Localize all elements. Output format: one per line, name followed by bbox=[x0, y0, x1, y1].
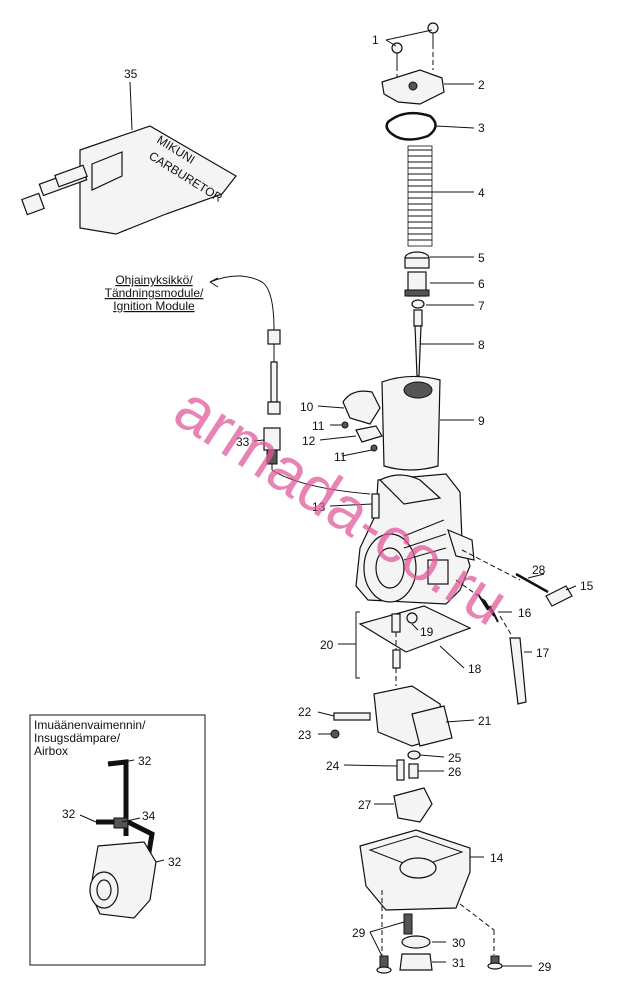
callout-17: 17 bbox=[536, 646, 550, 660]
callout-30: 30 bbox=[452, 936, 466, 950]
callout-29a: 29 bbox=[352, 926, 366, 940]
callout-13: 13 bbox=[312, 500, 326, 514]
callout-16: 16 bbox=[518, 606, 532, 620]
seat-part-5 bbox=[404, 251, 430, 269]
ignition-note: Ohjainyksikkö/ Tändningsmodule/ Ignition… bbox=[105, 273, 204, 313]
callout-22: 22 bbox=[298, 705, 312, 719]
holder-part-6 bbox=[404, 271, 430, 297]
screw-part-15 bbox=[545, 585, 573, 607]
callout-27: 27 bbox=[358, 798, 372, 812]
oring-part-30 bbox=[401, 935, 431, 949]
cover-part-10 bbox=[342, 390, 381, 425]
ignition-wire bbox=[209, 275, 281, 415]
sensor-part-33 bbox=[263, 427, 371, 495]
screw-part-11b bbox=[370, 444, 378, 452]
callout-14: 14 bbox=[490, 851, 504, 865]
callout-33: 33 bbox=[236, 435, 250, 449]
toolkit-part-35: MIKUNI CARBURETOR bbox=[21, 125, 237, 235]
screw-part-29a bbox=[403, 913, 413, 935]
callout-35: 35 bbox=[124, 67, 138, 81]
ignition-note-line1: Ohjainyksikkö/ bbox=[115, 273, 193, 287]
callout-28: 28 bbox=[532, 563, 546, 577]
cap-part-2 bbox=[381, 69, 445, 105]
callout-31: 31 bbox=[452, 956, 466, 970]
airbox-note-line1: Imuäänenvaimennin/ bbox=[34, 718, 146, 732]
gasket-part-18 bbox=[358, 605, 472, 653]
jet-part-13 bbox=[371, 493, 380, 519]
clip-part-7 bbox=[411, 299, 425, 309]
callout-2: 2 bbox=[478, 78, 485, 92]
callout-9: 9 bbox=[478, 414, 485, 428]
holder-part-27 bbox=[393, 787, 433, 823]
callout-32b: 32 bbox=[62, 807, 76, 821]
callout-3: 3 bbox=[478, 121, 485, 135]
callout-25: 25 bbox=[448, 751, 462, 765]
ignition-note-line2: Tändningsmodule/ bbox=[105, 286, 204, 300]
bowl-part-14 bbox=[359, 829, 495, 955]
callout-19: 19 bbox=[420, 625, 434, 639]
plate-part-12 bbox=[355, 425, 383, 443]
carburetor-body bbox=[355, 473, 475, 605]
callout-29b: 29 bbox=[538, 960, 552, 974]
adjuster-part-28 bbox=[461, 549, 549, 594]
callout-32c: 32 bbox=[168, 855, 182, 869]
watermark-text: armada-co.ru bbox=[162, 371, 520, 639]
callout-4: 4 bbox=[478, 186, 485, 200]
bracket-group-20 bbox=[352, 611, 401, 686]
valve-part-24 bbox=[396, 759, 405, 781]
callout-34: 34 bbox=[142, 809, 156, 823]
pin-part-22 bbox=[333, 712, 371, 721]
float-part-21 bbox=[373, 685, 453, 747]
needle-part-8 bbox=[413, 309, 423, 377]
screw-part-29c bbox=[487, 955, 503, 970]
callout-18: 18 bbox=[468, 662, 482, 676]
washer-part-25 bbox=[407, 750, 421, 760]
callout-12: 12 bbox=[302, 434, 316, 448]
callout-32a: 32 bbox=[138, 754, 152, 768]
callout-11b: 11 bbox=[334, 450, 347, 464]
callout-7: 7 bbox=[478, 299, 485, 313]
callout-24: 24 bbox=[326, 759, 340, 773]
screw-part-23 bbox=[330, 729, 340, 739]
callout-6: 6 bbox=[478, 277, 485, 291]
screw-part-17 bbox=[499, 615, 527, 705]
ignition-note-line3: Ignition Module bbox=[113, 299, 195, 313]
callout-8: 8 bbox=[478, 338, 485, 352]
callout-11a: 11 bbox=[312, 419, 325, 433]
callout-labels: 1 2 3 4 5 6 7 8 9 10 11 11 12 33 13 28 1… bbox=[62, 33, 594, 974]
callout-10: 10 bbox=[300, 400, 314, 414]
callout-20: 20 bbox=[320, 638, 334, 652]
spring-part-4 bbox=[407, 145, 433, 247]
slide-part-9 bbox=[381, 375, 441, 471]
airbox-note-line2: Insugsdämpare/ bbox=[34, 731, 121, 745]
oring-part-3 bbox=[385, 111, 437, 141]
airbox-note-line3: Airbox bbox=[34, 744, 68, 758]
jet-part-26 bbox=[408, 763, 419, 779]
airbox-inset bbox=[29, 714, 206, 966]
callout-5: 5 bbox=[478, 251, 485, 265]
plug-part-31 bbox=[399, 953, 433, 971]
callout-26: 26 bbox=[448, 765, 462, 779]
screw-part-11a bbox=[341, 421, 349, 429]
airbox-note: Imuäänenvaimennin/ Insugsdämpare/ Airbox bbox=[34, 718, 146, 758]
callout-15: 15 bbox=[580, 579, 594, 593]
spring-part-16 bbox=[455, 579, 499, 623]
screw-part-29b bbox=[376, 955, 392, 974]
leader-lines bbox=[79, 29, 577, 967]
callout-21: 21 bbox=[478, 714, 492, 728]
callout-23: 23 bbox=[298, 728, 312, 742]
callout-1: 1 bbox=[372, 33, 379, 47]
oring-part-19 bbox=[406, 612, 418, 624]
